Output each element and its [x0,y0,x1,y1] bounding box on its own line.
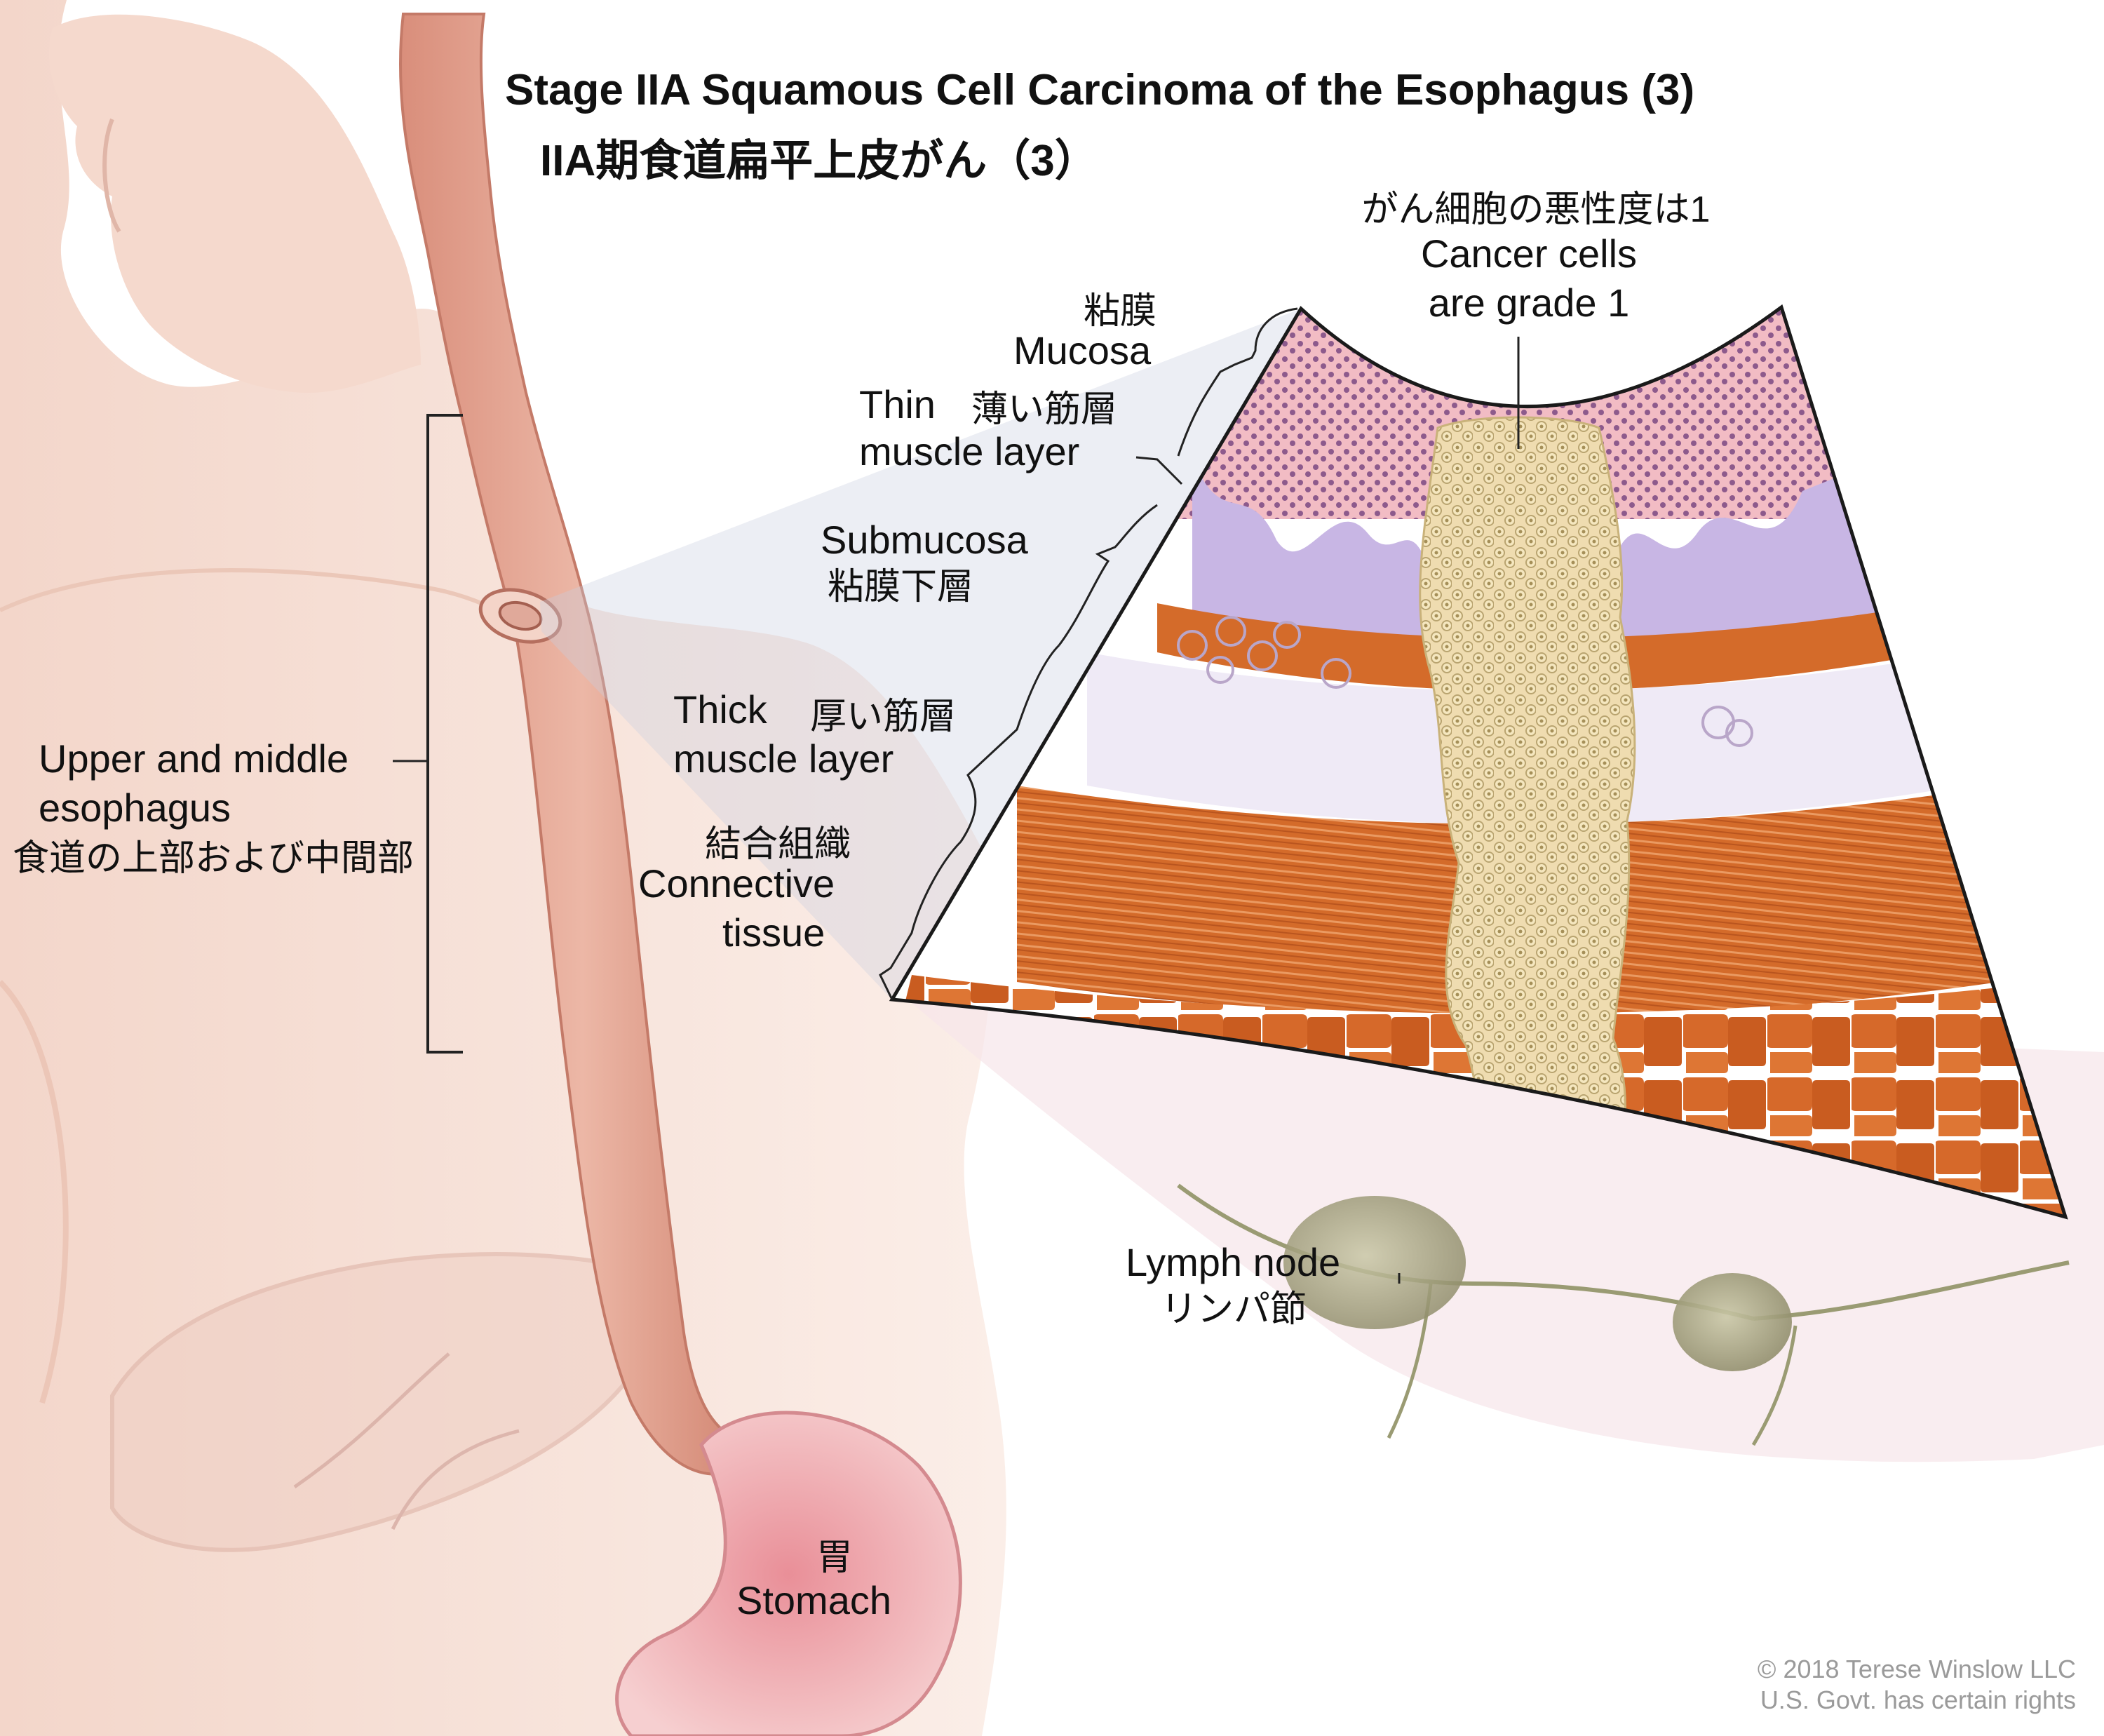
thin-muscle-label-ja: 薄い筋層 [971,389,1118,430]
thick-muscle-label-en-2: muscle layer [673,736,894,781]
zoom-cone [540,309,1301,1000]
title-english: Stage IIA Squamous Cell Carcinoma of the… [505,66,1695,114]
thin-muscle-leader [1135,456,1183,485]
title-japanese: IIA期食道扁平上皮がん（3） [540,137,1098,185]
thick-muscle-label-en-1: Thick [673,687,767,732]
mucosa-label-en: Mucosa [1013,328,1152,372]
copyright-line-2: U.S. Govt. has certain rights [1760,1685,2076,1714]
esophagus-range-bracket [426,414,463,1054]
thin-muscle-label-en-2: muscle layer [859,429,1080,473]
copyright-line-1: © 2018 Terese Winslow LLC [1757,1655,2076,1683]
submucosa-label-en: Submucosa [821,518,1028,562]
submucosa-label-ja: 粘膜下層 [828,567,974,607]
cancer-cells-label-ja: がん細胞の悪性度は1 [1361,189,1711,230]
face-profile [48,14,422,393]
lymph-node-left [1283,1196,1466,1329]
blood-vessels [1177,616,1753,747]
thick-muscle-label-ja: 厚い筋層 [810,697,957,737]
layer-brackets [879,307,1520,1284]
stomach-organ [615,1411,962,1736]
connective-label-ja: 結合組織 [705,824,851,865]
esophagus-label-en-2: esophagus [39,786,231,830]
esophagus [398,13,769,1476]
thin-muscle-label-en-1: Thin [859,382,936,426]
stomach-label-ja: 胃 [816,1537,853,1578]
lamina-propria [1192,449,1908,638]
stomach-label-en: Stomach [736,1578,891,1622]
wedge-outline [889,304,2068,1220]
connective-label-en-2: tissue [722,910,825,955]
esophagus-label-ja: 食道の上部および中間部 [13,838,414,879]
esophagus-label-en-1: Upper and middle [39,736,349,781]
thick-muscle-bracket [959,644,1060,842]
mucosa-label-ja: 粘膜 [1084,291,1157,332]
lymph-node-label-ja: リンパ節 [1161,1289,1307,1330]
connective-label-en-1: Connective [638,861,835,906]
cancer-cells-label-en-2: are grade 1 [1428,281,1630,325]
cancer-cells-label-en-1: Cancer cells [1420,231,1638,276]
lymph-node-label-en: Lymph node [1126,1240,1341,1284]
connective-bracket [879,840,962,1000]
lymph-node-right [1673,1273,1792,1371]
submucosa-bracket [1058,504,1158,646]
mucosa-bracket [1177,307,1298,457]
